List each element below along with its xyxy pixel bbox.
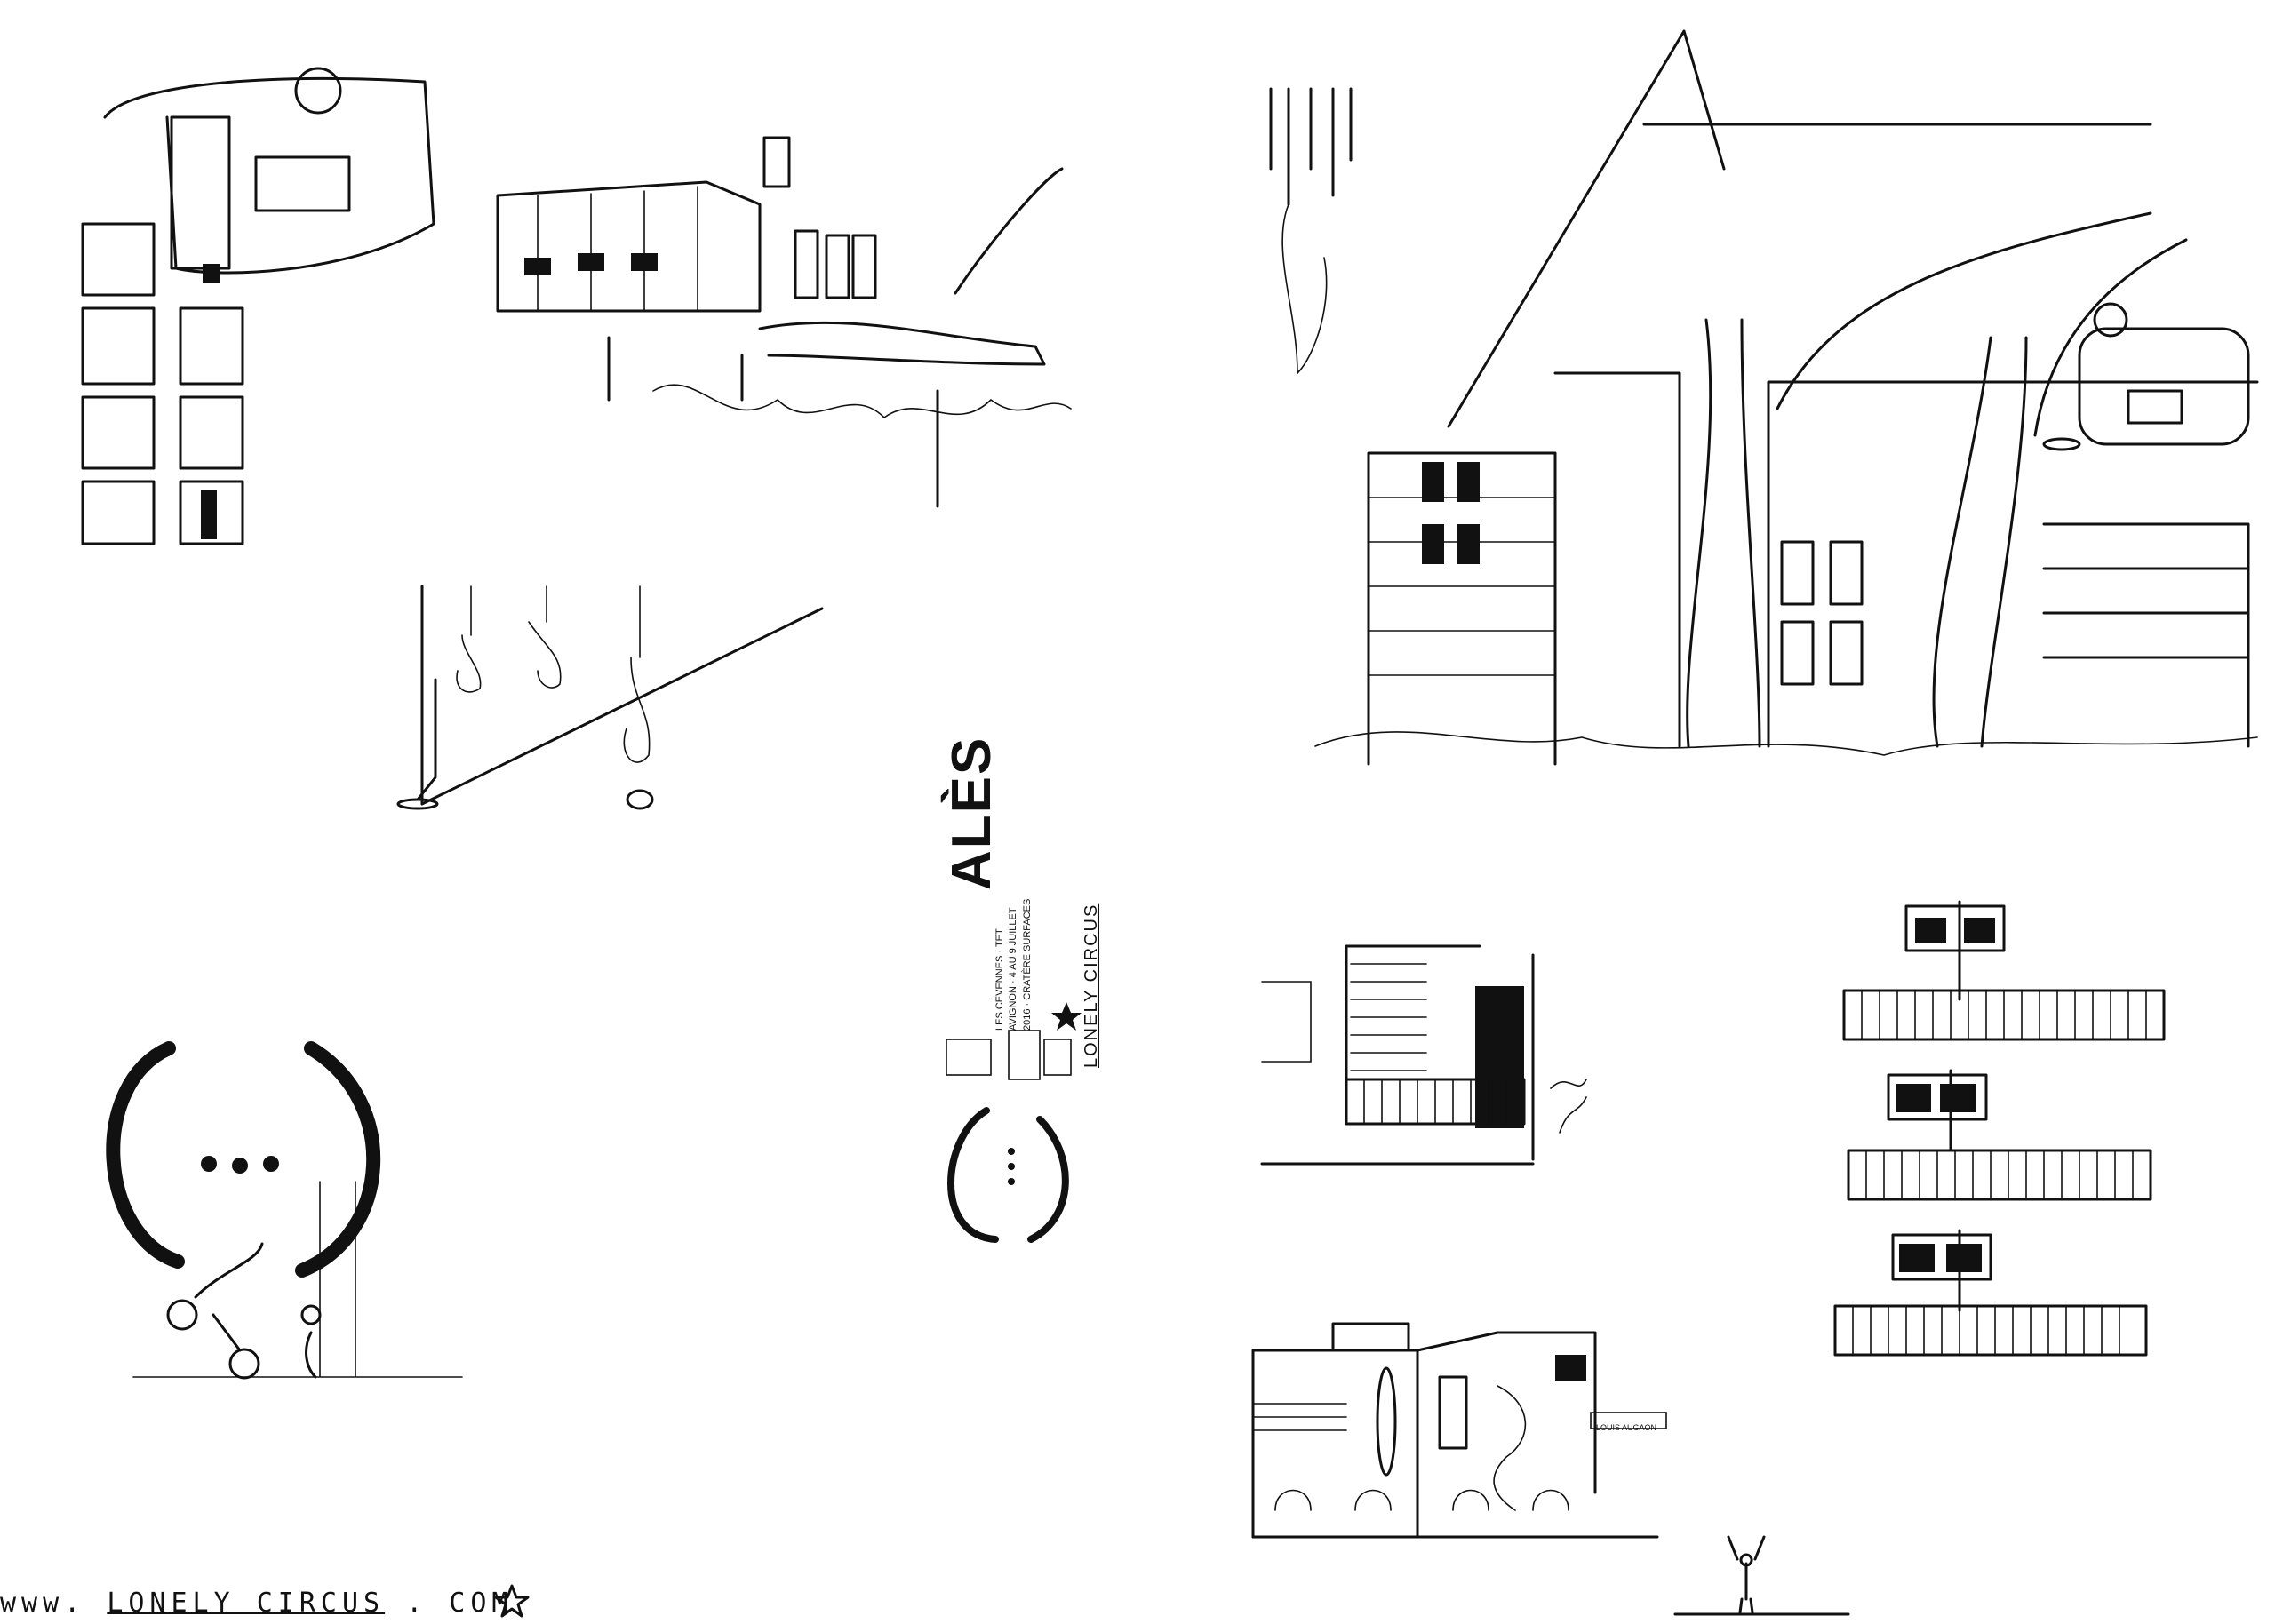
poster-brand: LONELY CIRCUS — [1082, 903, 1101, 1068]
sketch-street-scene — [1262, 18, 2259, 773]
sketch-window-balcony — [1257, 937, 1613, 1168]
poster-title: ALÈS — [941, 736, 1002, 890]
star-icon — [494, 1583, 530, 1619]
footer-url[interactable]: www. LONELY CIRCUS . COM — [0, 1590, 514, 1617]
sketch-stacked-balconies — [1826, 900, 2173, 1390]
poster-subtitle: LES CÉVENNES · TET AVIGNON · 4 AU 9 JUIL… — [994, 898, 1033, 1031]
sketch-hanging-figures — [378, 582, 840, 813]
footer-suffix: . COM — [406, 1588, 514, 1619]
sign-text: LOUIS AUGAON — [1596, 1423, 1657, 1432]
footer-prefix: www. — [0, 1588, 86, 1619]
sketch-building-trees — [493, 133, 1098, 515]
sketch-building-staircase — [1249, 1315, 1675, 1546]
poster — [942, 888, 1102, 1262]
footer-brand: LONELY CIRCUS — [107, 1588, 386, 1619]
sketch-circle-unicyclist — [106, 1031, 480, 1404]
sketch-inverted-building — [78, 64, 451, 545]
sketch-small-figure — [1671, 1528, 1850, 1617]
